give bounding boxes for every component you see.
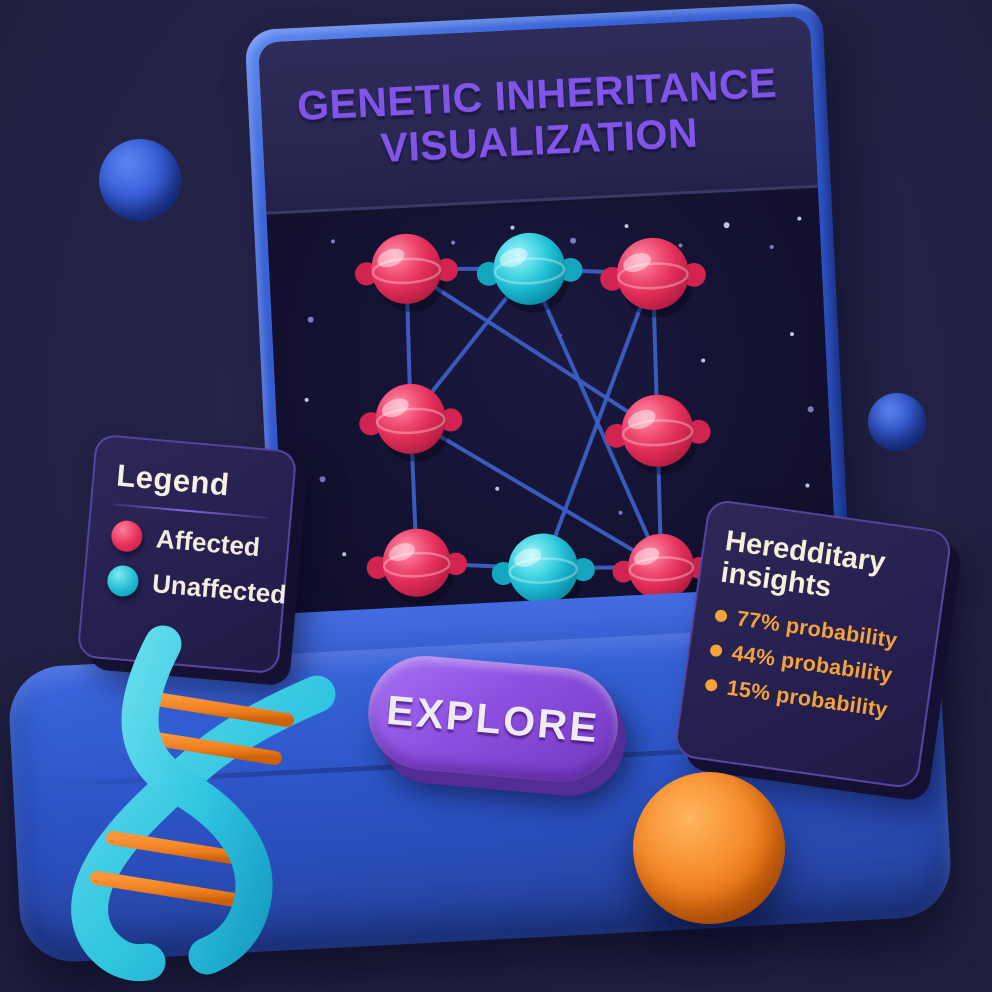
star-dot bbox=[307, 316, 314, 323]
star-dot bbox=[618, 510, 623, 515]
network-node-MR-affected[interactable] bbox=[603, 392, 713, 477]
star-dot bbox=[790, 332, 795, 337]
legend-item-unaffected: Unaffected bbox=[106, 564, 287, 610]
legend-item-label: Unaffected bbox=[151, 568, 288, 610]
affected-dot-icon bbox=[110, 519, 144, 553]
network-node-BT-unaffected[interactable] bbox=[490, 531, 597, 614]
star-dot bbox=[723, 222, 730, 229]
star-dot bbox=[624, 224, 629, 229]
network-node-TR-affected[interactable] bbox=[598, 235, 708, 320]
star-dot bbox=[678, 243, 683, 248]
star-dot bbox=[304, 397, 309, 402]
network-node-TT-unaffected[interactable] bbox=[475, 230, 585, 315]
legend-divider bbox=[113, 503, 268, 519]
dna-strand-front bbox=[121, 625, 273, 975]
network-node-BL-affected[interactable] bbox=[365, 526, 469, 607]
legend-item-label: Affected bbox=[154, 523, 262, 563]
star-dot bbox=[570, 237, 577, 244]
relationship-edge-TL-MR bbox=[404, 266, 660, 433]
star-dot bbox=[451, 240, 456, 245]
legend-item-affected: Affected bbox=[110, 519, 266, 563]
star-dot bbox=[807, 406, 814, 413]
insights-title: Heredditary insights bbox=[718, 524, 888, 605]
relationship-edge-TT-BR bbox=[527, 266, 664, 569]
star-dot bbox=[510, 225, 515, 230]
star-dot bbox=[319, 476, 326, 483]
orange-sphere-decor bbox=[633, 772, 785, 924]
star-dot bbox=[342, 552, 347, 557]
unaffected-dot-icon bbox=[106, 564, 140, 598]
relationship-edge-TR-BT bbox=[541, 271, 655, 571]
star-dot bbox=[330, 239, 335, 244]
blue-sphere-decor bbox=[99, 139, 181, 221]
star-dot bbox=[769, 245, 774, 250]
blue-sphere-decor bbox=[868, 393, 926, 451]
visualization-board: GENETIC INHERITANCE VISUALIZATION bbox=[244, 2, 854, 678]
hereditary-insights-panel: Heredditary insights 77% probability 44%… bbox=[673, 498, 953, 790]
bullet-icon bbox=[709, 644, 723, 658]
star-dot bbox=[701, 358, 706, 363]
network-node-TL-affected[interactable] bbox=[353, 231, 460, 314]
star-dot bbox=[495, 486, 500, 491]
legend-title: Legend bbox=[115, 457, 231, 503]
inheritance-network-graph bbox=[304, 216, 814, 641]
bullet-icon bbox=[704, 678, 718, 693]
network-node-ML-affected[interactable] bbox=[357, 381, 464, 464]
dna-helix-graphic bbox=[71, 625, 336, 982]
relationship-edge-ML-BR bbox=[408, 416, 664, 569]
dna-strand-back bbox=[71, 675, 336, 982]
bullet-icon bbox=[714, 609, 728, 624]
star-dot bbox=[797, 216, 802, 221]
explore-button-label: EXPLORE bbox=[384, 686, 602, 751]
star-dot bbox=[805, 483, 810, 488]
